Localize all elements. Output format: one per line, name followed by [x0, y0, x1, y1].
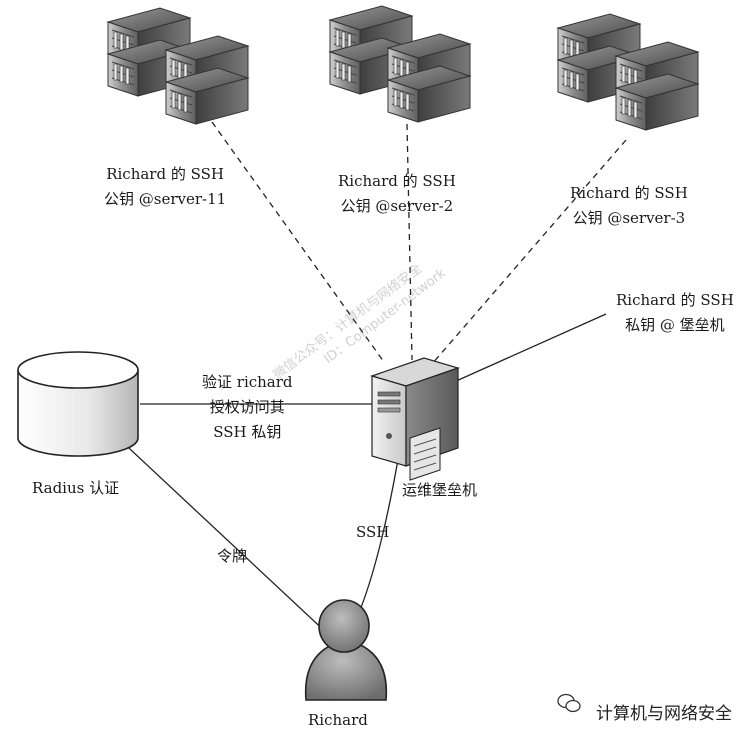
server-cluster-2 [330, 6, 470, 122]
bastion-server-icon [370, 357, 460, 481]
server-cluster-1 [108, 8, 248, 124]
server-1-key-label: Richard 的 SSH 公钥 @server-11 [104, 165, 227, 208]
link-server-2-bastion [406, 123, 413, 361]
ssh-label: SSH [356, 523, 390, 541]
radius-label: Radius 认证 [32, 479, 120, 497]
link-radius-user-token [115, 435, 331, 637]
radius-authorize-label: 验证 richard 授权访问其 SSH 私钥 [202, 373, 293, 441]
wechat-icon [557, 693, 581, 713]
link-server-3-bastion [431, 139, 627, 365]
server-cluster-3 [558, 14, 698, 130]
bastion-private-key-label: Richard 的 SSH 私钥 @ 堡垒机 [616, 291, 734, 334]
brand-text: 计算机与网络安全 [596, 704, 732, 724]
user-label: Richard [308, 711, 368, 729]
server-3-key-label: Richard 的 SSH 公钥 @server-3 [570, 184, 688, 227]
brand-footer: 计算机与网络安全 [596, 699, 732, 724]
link-bastion-private-key [453, 313, 607, 383]
bastion-label: 运维堡垒机 [402, 481, 478, 499]
link-server-1-bastion [211, 121, 385, 363]
radius-database-icon [17, 351, 139, 457]
server-2-key-label: Richard 的 SSH 公钥 @server-2 [338, 172, 456, 215]
user-person-icon [304, 599, 388, 701]
token-label: 令牌 [217, 547, 248, 565]
